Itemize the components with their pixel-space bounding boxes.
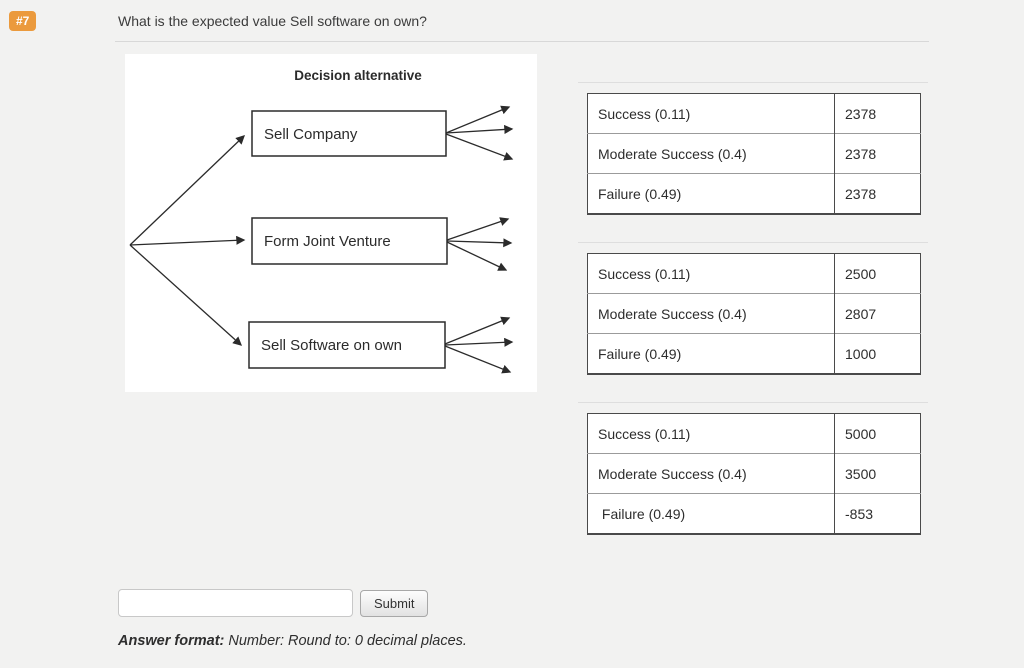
outcome-label-cell: Success (0.11)	[598, 265, 691, 282]
payoff-table-sell-company: Success (0.11) 2378 Moderate Success (0.…	[587, 93, 921, 215]
payoff-value-cell: 2378	[834, 93, 921, 134]
payoff-value-cell: 1000	[834, 333, 921, 374]
diagram-title: Decision alternative	[294, 68, 422, 83]
outcome-arrow	[446, 217, 510, 241]
table-row: Moderate Success (0.4) 3500	[587, 453, 921, 494]
outcome-arrow	[446, 241, 508, 271]
outcome-arrow	[445, 124, 514, 135]
table-row: Failure (0.49) 1000	[587, 333, 921, 374]
payoff-value-cell: 5000	[834, 413, 921, 454]
outcome-label-cell: Failure (0.49)	[587, 333, 835, 374]
submit-button[interactable]: Submit	[360, 590, 429, 617]
answer-format-text: Number: Round to: 0 decimal places.	[228, 633, 467, 649]
table-divider	[578, 402, 928, 403]
outcome-arrow	[444, 345, 512, 374]
decision-tree-image: Decision alternative Sell Company Form J…	[125, 54, 537, 392]
node-box-sell-software-on-own	[248, 321, 446, 369]
node-box-sell-company	[251, 110, 447, 157]
outcome-label-cell: Failure (0.49)	[587, 493, 835, 534]
table-row: Failure (0.49) -853	[587, 493, 921, 534]
branch-arrow	[129, 244, 243, 346]
outcome-label-cell: Success (0.11)	[598, 425, 691, 442]
question-divider	[115, 41, 929, 42]
branch-arrow	[129, 135, 245, 246]
table-row: Success (0.11) 5000	[588, 413, 921, 454]
payoff-value-cell: 2378	[834, 173, 921, 214]
outcome-label-cell: Moderate Success (0.4)	[587, 453, 835, 494]
table-divider	[578, 82, 928, 83]
outcome-arrow	[444, 337, 514, 347]
node-label: Sell Software on own	[261, 337, 402, 354]
table-row: Moderate Success (0.4) 2807	[587, 293, 921, 334]
branch-arrow	[129, 235, 246, 246]
answer-input[interactable]	[118, 589, 353, 617]
node-box-form-joint-venture	[251, 217, 448, 265]
table-row: Success (0.11) 2500	[588, 253, 921, 294]
outcome-label-cell: Moderate Success (0.4)	[587, 133, 835, 174]
outcome-arrow	[445, 105, 511, 134]
table-row: Moderate Success (0.4) 2378	[587, 133, 921, 174]
payoff-value-cell: 2378	[834, 133, 921, 174]
payoff-value-cell: 3500	[834, 453, 921, 494]
outcome-arrow	[446, 238, 513, 248]
question-number-badge: #7	[9, 11, 37, 31]
payoff-value-cell: 2500	[834, 253, 921, 294]
answer-format-label: Answer format:	[118, 633, 225, 649]
node-label: Sell Company	[264, 126, 358, 143]
payoff-value-cell: 2807	[834, 293, 921, 334]
outcome-arrow	[445, 133, 514, 161]
payoff-table-form-joint-venture: Success (0.11) 2500 Moderate Success (0.…	[587, 253, 921, 375]
table-row: Failure (0.49) 2378	[587, 173, 921, 214]
payoff-table-sell-software-on-own: Success (0.11) 5000 Moderate Success (0.…	[587, 413, 921, 535]
outcome-label-cell: Failure (0.49)	[587, 173, 835, 214]
answer-format-note: Answer format: Number: Round to: 0 decim…	[118, 633, 467, 649]
table-divider	[578, 242, 928, 243]
outcome-arrow	[444, 316, 511, 345]
payoff-value-cell: -853	[834, 493, 921, 534]
outcome-label-cell: Moderate Success (0.4)	[587, 293, 835, 334]
node-label: Form Joint Venture	[264, 233, 391, 250]
outcome-label-cell: Success (0.11)	[598, 105, 691, 122]
table-row: Success (0.11) 2378	[588, 93, 921, 134]
question-text: What is the expected value Sell software…	[118, 13, 427, 29]
decision-tree-svg: Decision alternative Sell Company Form J…	[129, 68, 514, 374]
